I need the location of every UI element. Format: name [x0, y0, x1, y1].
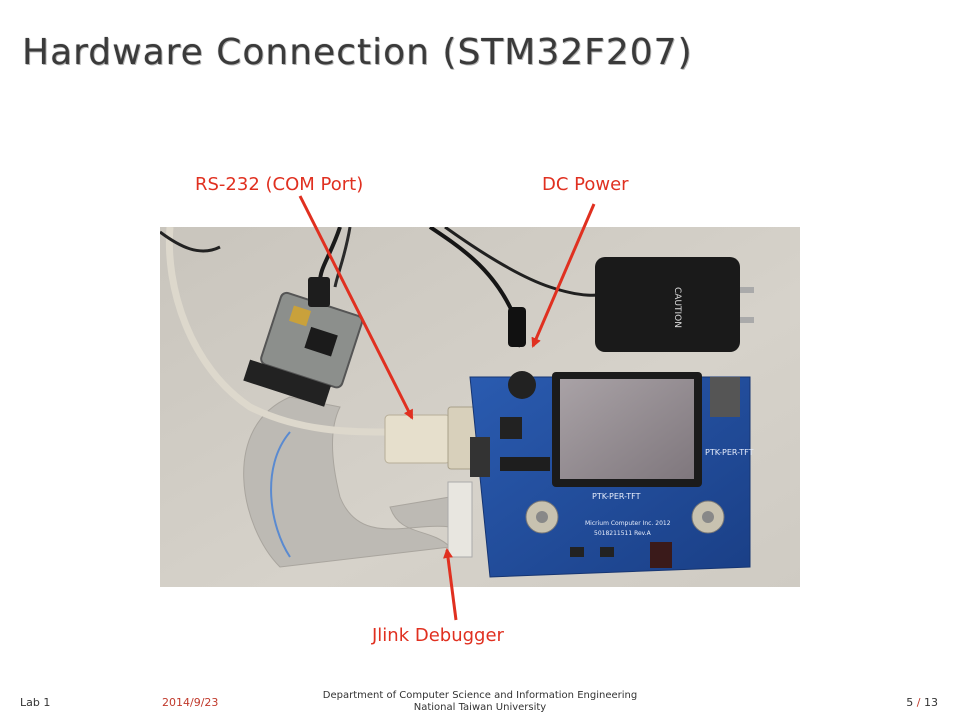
- footer-dept-line2: National Taiwan University: [413, 702, 547, 713]
- hardware-photo: CAUTION PTK-PER-TFT PTK-PER-TFT Micrium …: [160, 227, 800, 587]
- footer-page-number: 5 / 13: [906, 696, 938, 709]
- page-current: 5: [906, 696, 914, 709]
- caution-text: CAUTION: [672, 287, 682, 328]
- footer-date: 2014/9/23: [162, 696, 219, 709]
- board-label-ptk-mid: PTK-PER-TFT: [592, 492, 641, 501]
- jlink-debugger-label: Jlink Debugger: [372, 625, 504, 646]
- dc-power-label: DC Power: [542, 174, 629, 195]
- board-label-ptk-right: PTK-PER-TFT: [705, 448, 754, 457]
- page-separator: /: [916, 696, 921, 709]
- board-label-rev: 5018211511 Rev.A: [594, 530, 652, 537]
- board-label-maker: Micrium Computer Inc. 2012: [585, 520, 671, 527]
- slide-title: Hardware Connection (STM32F207): [22, 32, 693, 73]
- footer-lab: Lab 1: [20, 696, 51, 709]
- page-total: 13: [924, 696, 938, 709]
- rs232-label: RS-232 (COM Port): [195, 174, 364, 195]
- footer-department: Department of Computer Science and Infor…: [300, 690, 660, 714]
- footer-dept-line1: Department of Computer Science and Infor…: [322, 690, 638, 701]
